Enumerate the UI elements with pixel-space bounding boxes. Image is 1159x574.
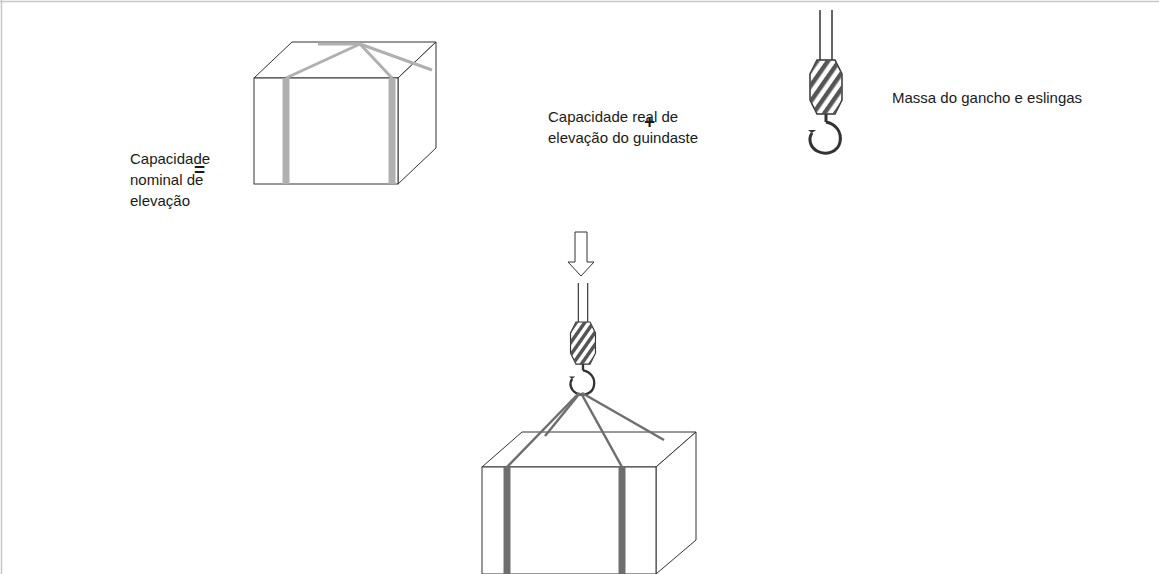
frame-line — [1, 0, 3, 574]
load-box — [482, 432, 696, 574]
load-box — [254, 42, 436, 184]
sling — [507, 393, 664, 574]
hook-mass-label: Massa do gancho e eslingas — [892, 87, 1132, 108]
load-capacity-label: Capacidade real de elevação do guindaste — [548, 106, 723, 148]
frame-line — [0, 1, 1159, 3]
crane-hook — [808, 10, 842, 153]
down-arrow — [568, 232, 594, 276]
equals-sign: = — [194, 160, 205, 180]
crane-hook — [569, 283, 596, 395]
plus-sign: + — [644, 112, 655, 132]
sling — [286, 44, 432, 184]
